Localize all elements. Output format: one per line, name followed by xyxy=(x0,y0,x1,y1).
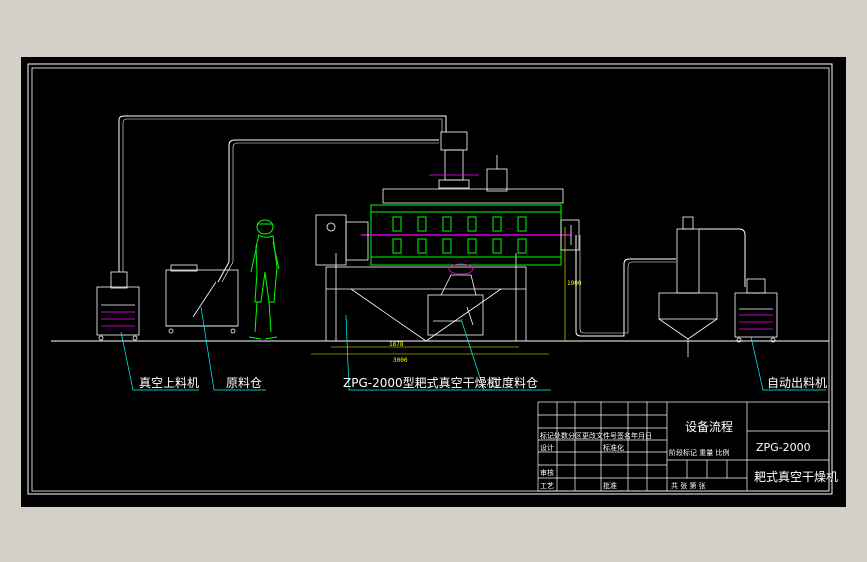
discharge-pipe xyxy=(699,228,746,287)
dim-total-width: 3000 xyxy=(393,357,408,364)
worker-figure xyxy=(248,219,280,340)
title-block-name: 耙式真空干燥机 xyxy=(754,470,838,484)
label-vacuum-feeder: 真空上料机 xyxy=(139,376,199,390)
title-block xyxy=(537,401,830,492)
label-raw-bin: 原料仓 xyxy=(226,376,262,390)
label-dryer: ZPG-2000型耙式真空干燥机 xyxy=(343,376,499,390)
raw-bin xyxy=(165,264,239,334)
label-transition-bin: 过度料仓 xyxy=(490,375,538,390)
dimension-lines xyxy=(311,227,566,355)
title-block-row-mark: 标记处数分区更改文件号签名年月日 xyxy=(540,431,652,440)
leader-lines xyxy=(120,306,826,391)
title-block-row-design: 设计 xyxy=(540,443,554,452)
transition-bin xyxy=(427,274,484,336)
title-block-row-audit: 审核 xyxy=(540,468,554,477)
title-block-row-process: 工艺 xyxy=(540,482,554,490)
outer-frame xyxy=(27,63,833,495)
label-auto-discharge: 自动出料机 xyxy=(767,376,827,390)
outlet-pipe xyxy=(575,235,676,337)
process-flow-drawing: 1878 3000 1900 真空上料机 原料仓 ZPG-2000型耙式真空干燥… xyxy=(27,63,838,495)
inner-frame xyxy=(31,67,830,492)
auto-discharge-unit xyxy=(734,278,778,343)
title-block-model: ZPG-2000 xyxy=(756,441,811,454)
title-block-row-approve: 批准 xyxy=(603,481,617,490)
vacuum-feeder-unit xyxy=(96,271,140,341)
drawing-sheet: 1878 3000 1900 真空上料机 原料仓 ZPG-2000型耙式真空干燥… xyxy=(21,57,846,507)
receiving-hopper xyxy=(658,216,718,357)
title-block-row-standard: 标准化 xyxy=(603,443,624,452)
feed-pipe-2 xyxy=(217,139,439,283)
title-block-row-stage: 阶段标记 重量 比例 xyxy=(669,448,729,457)
dim-height: 1900 xyxy=(567,280,582,287)
dim-inner-width: 1878 xyxy=(389,341,404,348)
title-block-title: 设备流程 xyxy=(685,419,733,434)
feed-pipe-1 xyxy=(118,115,447,272)
title-block-row-sheets: 共 张 第 张 xyxy=(671,481,706,490)
rake-vacuum-dryer xyxy=(315,131,580,342)
